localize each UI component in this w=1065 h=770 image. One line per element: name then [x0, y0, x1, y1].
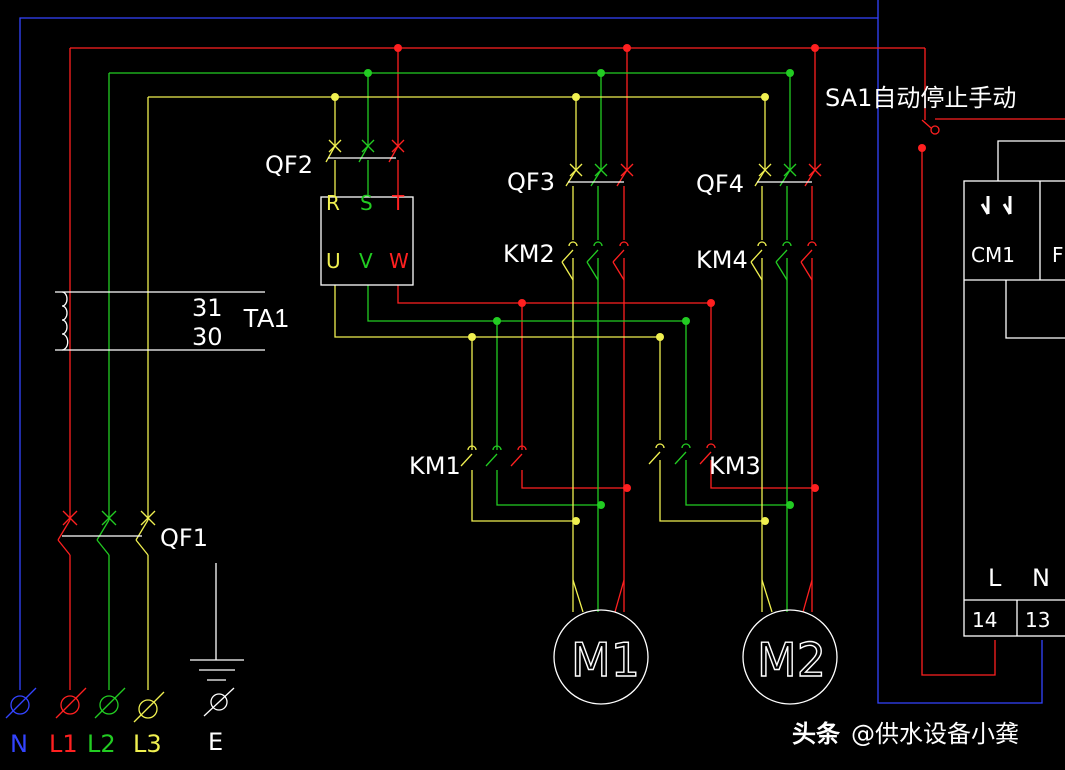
km4-label: KM4 [696, 246, 748, 274]
qf4-label: QF4 [696, 170, 744, 198]
watermark-brand: 头条 [792, 720, 841, 748]
watermark-author: @供水设备小龚 [851, 720, 1019, 748]
terminal-earth-label: E [208, 728, 223, 756]
qf3-label: QF3 [507, 168, 555, 196]
qf4-breaker-symbol [754, 163, 822, 187]
ta1-label: TA1 [243, 303, 289, 333]
terminal-l1-label: L1 [49, 730, 78, 758]
controller-l-terminal: L [988, 564, 1002, 592]
inverter-t-terminal: T [391, 191, 405, 215]
motor-m2-circle [742, 609, 838, 705]
qf2-label: QF2 [265, 151, 313, 179]
qf3-breaker-symbol [565, 163, 634, 187]
inverter-u-terminal: U [326, 249, 341, 273]
l3-phase-wiring [147, 96, 766, 690]
km2-contact-symbol [561, 241, 629, 281]
terminal-l3-label: L3 [133, 730, 162, 758]
cm1-label: CM1 [971, 243, 1015, 267]
ta1-pin-b-label: 30 [192, 323, 223, 351]
qf2-breaker-symbol [325, 139, 405, 163]
km2-label: KM2 [503, 240, 555, 268]
km3-label: KM3 [709, 452, 761, 480]
ta1-pin-a-label: 31 [192, 294, 223, 322]
junction-dots [331, 44, 926, 525]
contact-glyph-icon [980, 196, 1012, 215]
terminal-l2-label: L2 [87, 730, 116, 758]
controller-n-terminal: N [1032, 564, 1050, 592]
controller-pin-14: 14 [972, 608, 997, 632]
km4-contact-symbol [750, 241, 817, 281]
controller-pin-13: 13 [1025, 608, 1050, 632]
neutral-wiring [19, 0, 1043, 704]
inverter-box [320, 196, 414, 286]
km1-label: KM1 [409, 452, 461, 480]
controller-f-label: F [1052, 243, 1064, 267]
sa1-switch-label: SA1自动停止手动 [825, 84, 1016, 112]
sa1-switch-symbol [921, 119, 940, 135]
l2-phase-wiring [108, 72, 791, 690]
km1-contact-symbol [460, 445, 527, 467]
terminal-n-label: N [10, 730, 28, 758]
inverter-s-terminal: S [360, 191, 373, 215]
motor-m2-label: M2 [757, 633, 826, 687]
km3-contact-symbol [648, 443, 716, 465]
qf1-label: QF1 [160, 524, 208, 552]
supply-terminals [5, 687, 165, 723]
inverter-v-terminal: V [359, 249, 373, 273]
earth-ground-icon [190, 563, 244, 717]
motor-m1-circle [553, 609, 649, 705]
inverter-r-terminal: R [326, 191, 340, 215]
ta1-transformer-symbol [55, 291, 265, 351]
qf1-breaker-symbol [57, 510, 156, 556]
motor-m1-label: M1 [571, 633, 640, 687]
inverter-w-terminal: W [389, 249, 409, 273]
l1-phase-wiring [69, 47, 1065, 690]
motor-leads [572, 579, 813, 613]
controller-cm1-box [963, 140, 1065, 637]
